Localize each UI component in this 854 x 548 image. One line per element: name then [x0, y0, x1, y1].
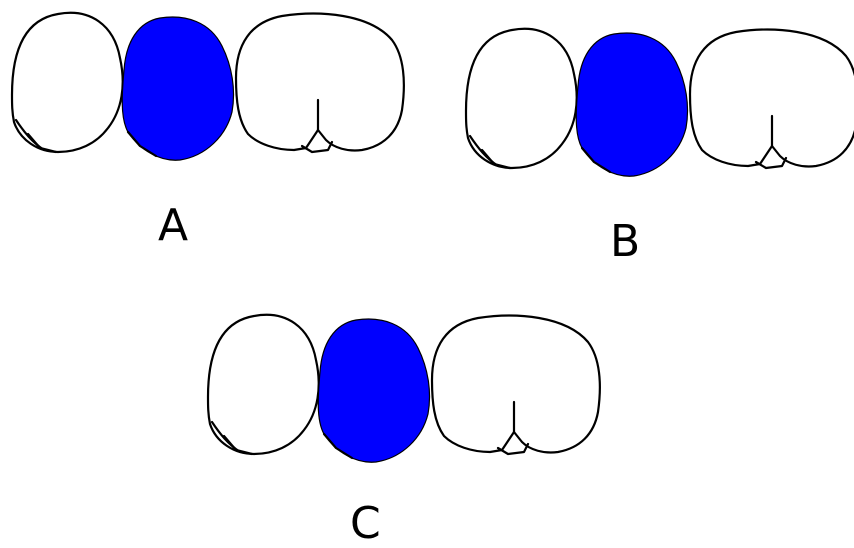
panel-b: B [466, 29, 854, 267]
panel-c: C [208, 315, 600, 548]
panel-a-teeth [12, 13, 404, 160]
panel-b-teeth [466, 29, 854, 176]
panel-a-label: A [158, 200, 188, 251]
panel-c-teeth [208, 315, 600, 462]
panel-b-label: B [610, 216, 640, 267]
panel-a: A [12, 13, 404, 251]
panel-c-label: C [350, 498, 381, 548]
